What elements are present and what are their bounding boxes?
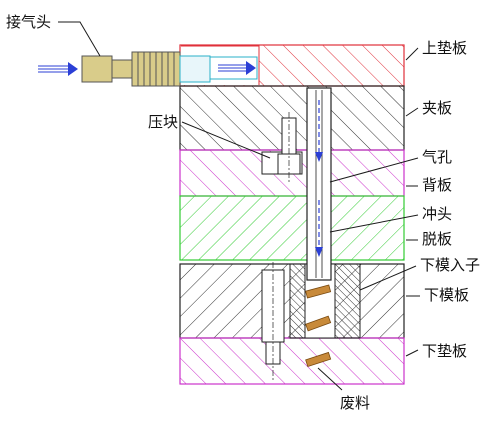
top-pad-plate — [179, 44, 405, 87]
label-stripper-plate: 脱板 — [422, 230, 452, 248]
scrap-slugs — [305, 284, 332, 368]
label-lower-die-insert: 下模入子 — [420, 256, 480, 274]
label-top-pad: 上垫板 — [422, 39, 467, 57]
label-punch: 冲头 — [422, 205, 452, 223]
label-lower-die-plate: 下模板 — [424, 286, 469, 304]
label-air-connector: 接气头 — [6, 13, 51, 31]
air-flow-arrow — [315, 100, 323, 257]
air-connector-fitting — [81, 51, 211, 87]
label-air-hole: 气孔 — [422, 148, 452, 166]
label-scrap: 废料 — [340, 394, 370, 412]
label-press-block: 压块 — [148, 113, 178, 131]
channel-arrow — [218, 61, 256, 75]
stripper-plate — [179, 195, 405, 261]
label-back-plate: 背板 — [422, 176, 452, 194]
label-clamp-plate: 夹板 — [422, 99, 452, 117]
punch — [306, 87, 332, 281]
lower-screw — [261, 262, 285, 382]
bottom-pad-plate — [179, 337, 405, 385]
leader-lines — [58, 21, 420, 391]
press-block — [261, 112, 303, 182]
label-bottom-pad: 下垫板 — [422, 342, 467, 360]
inflow-arrow — [38, 62, 78, 76]
